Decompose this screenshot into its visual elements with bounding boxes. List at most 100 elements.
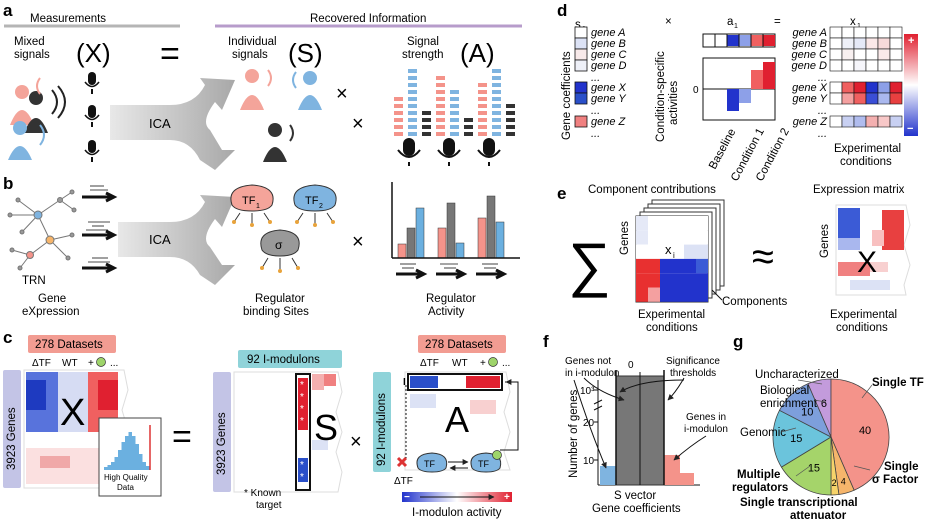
datasets-right: 278 Datasets xyxy=(425,339,493,351)
exp-cond-e-1: Experimental xyxy=(638,309,705,321)
signal-bar-segment xyxy=(506,125,515,129)
pie-slice xyxy=(772,409,832,468)
datasets-left: 278 Datasets xyxy=(35,339,103,351)
x1-cell xyxy=(889,37,903,50)
svg-text:1: 1 xyxy=(857,23,861,30)
genes-mid-badge xyxy=(213,372,231,492)
significance-1: Significance xyxy=(666,356,720,367)
signal-bar-segment xyxy=(492,69,501,73)
component-cell xyxy=(660,287,672,302)
signal-bar-segment xyxy=(478,111,487,115)
component-cell xyxy=(636,287,648,302)
microphone-icons xyxy=(84,72,100,162)
genes-mid: 3923 Genes xyxy=(216,412,228,475)
s1-cell xyxy=(574,37,588,50)
s-symbol: (S) xyxy=(288,38,323,68)
component-cell xyxy=(696,230,708,245)
x1-cell xyxy=(877,48,891,61)
activity-gene-arrows xyxy=(396,263,508,280)
big-microphone-icons xyxy=(397,138,501,166)
histogram-bar xyxy=(104,467,108,470)
condition-specific-1: Condition-specific xyxy=(655,51,667,142)
genes-in-2: i-modulon xyxy=(684,424,728,435)
cond-baseline: Baseline xyxy=(707,127,738,172)
s1-cell xyxy=(574,48,588,61)
x1-gene-name: gene A xyxy=(793,27,827,39)
signal-strength-bars xyxy=(394,69,515,136)
svg-text:−: − xyxy=(907,123,913,135)
signal-bar-segment xyxy=(492,132,501,136)
regulator-activity-2: Activity xyxy=(428,306,465,318)
signal-bar-segment xyxy=(492,90,501,94)
x1-cell xyxy=(841,115,855,128)
component-cell xyxy=(648,230,660,245)
individual-people-icons xyxy=(240,69,322,162)
component-cell xyxy=(672,244,684,259)
activity-bar xyxy=(415,207,425,259)
s1-gene-name: ... xyxy=(591,72,600,84)
signal-bar-segment xyxy=(492,97,501,101)
signal-bar-segment xyxy=(394,125,403,129)
a-matrix-label: A xyxy=(445,399,469,440)
component-cell xyxy=(648,258,660,274)
regulator-activity-1: Regulator xyxy=(426,293,476,305)
component-cell xyxy=(696,244,708,259)
g-label-single-tf: Single TF xyxy=(872,377,924,389)
x1-cell xyxy=(853,37,867,50)
g-label-sigma-2: σ Factor xyxy=(872,474,919,486)
x1-cell xyxy=(853,59,867,72)
col-r-plus: + xyxy=(480,358,486,369)
f-histogram xyxy=(573,370,707,486)
x1-cell xyxy=(865,48,879,61)
component-stack xyxy=(635,199,725,303)
panel-a: a Measurements Recovered Information Mix… xyxy=(3,1,522,170)
component-cell xyxy=(696,273,708,288)
signal-bar-segment xyxy=(492,83,501,87)
pie-slice-value: 15 xyxy=(790,433,802,445)
panel-d: d s 1 × a 1 = x 1 Gene coefficients gene… xyxy=(557,1,918,183)
component-cell xyxy=(648,244,660,259)
gene-expression-2: eXpression xyxy=(22,306,80,318)
g-label-biological-1: Biological xyxy=(760,385,809,397)
panel-b: b TRN Gene eXpression ICA TF 1 xyxy=(3,174,520,318)
genes-in-1: Genes in xyxy=(686,412,726,423)
exp-conditions-d-1: Experimental xyxy=(834,143,901,155)
imodulons-top: 92 I-modulons xyxy=(247,354,320,366)
col-dtf: ΔTF xyxy=(32,358,51,369)
g-label-multiple-1: Multiple xyxy=(737,469,780,481)
signal-strength-1: Signal xyxy=(407,36,439,48)
component-cell xyxy=(672,287,684,302)
f-ylabel: Number of genes xyxy=(568,390,580,478)
signal-bar-segment xyxy=(394,118,403,122)
expression-matrix xyxy=(835,204,911,296)
s-matrix: ****** xyxy=(233,371,343,493)
x1-cell xyxy=(865,92,879,105)
s1-gene-name: gene Z xyxy=(591,116,627,128)
x1-cell xyxy=(889,59,903,72)
signal-bar-segment xyxy=(436,111,445,115)
svg-text:TF: TF xyxy=(478,459,489,469)
measurements-header: Measurements xyxy=(30,13,106,25)
component-contributions: Component contributions xyxy=(588,184,716,196)
component-cell xyxy=(672,216,684,231)
signal-bar-segment xyxy=(492,118,501,122)
x1-cell xyxy=(877,81,891,94)
signal-bar-segment xyxy=(492,125,501,129)
svg-text:High Quality: High Quality xyxy=(104,473,148,482)
x1-matrix xyxy=(829,26,903,128)
s1-gene-name: ... xyxy=(591,128,600,140)
imodulons-side: 92 I-modulons xyxy=(376,393,388,466)
s1-gene-name: gene X xyxy=(591,82,627,94)
x1-cell xyxy=(829,26,843,39)
signal-bar-segment xyxy=(506,118,515,122)
signal-bar-segment xyxy=(464,125,473,129)
x1-gene-name: gene C xyxy=(792,49,828,61)
individual-signals-2: signals xyxy=(232,49,268,61)
activity-bar xyxy=(446,202,456,259)
s1-cell xyxy=(574,59,588,72)
x1-cell xyxy=(841,92,855,105)
x1-cell xyxy=(889,81,903,94)
known-target-star: * xyxy=(300,460,304,471)
x1-cell xyxy=(889,92,903,105)
